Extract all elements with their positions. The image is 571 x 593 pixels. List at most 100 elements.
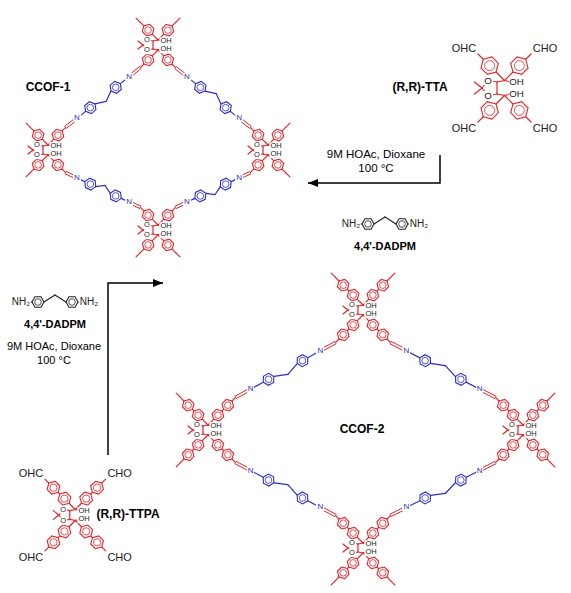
bond-line [53, 511, 59, 515]
bond-line [250, 127, 254, 131]
bond-line [70, 510, 76, 511]
aromatic-circle [197, 84, 204, 91]
aromatic-circle [340, 282, 347, 289]
bond-line [391, 273, 395, 277]
bond-line [152, 226, 153, 234]
benzene-ring [367, 319, 379, 331]
bond-line [180, 459, 184, 463]
benzene-ring [297, 355, 308, 367]
atom-label: O [59, 506, 67, 514]
aromatic-circle [530, 442, 537, 449]
aromatic-circle [500, 451, 507, 458]
bond-line [202, 419, 208, 425]
benzene-ring [297, 492, 308, 504]
bond-line [95, 101, 106, 103]
aromatic-circle [83, 495, 90, 502]
benzene-ring [396, 219, 408, 229]
bond-line [262, 139, 268, 145]
atom-label: O [143, 36, 151, 44]
compound-region: (R,R)-TTA [385, 30, 565, 155]
amine-label: NH₂ [409, 219, 429, 229]
bond-line [497, 94, 505, 96]
aromatic-circle [93, 484, 100, 491]
imine-n-label: N [125, 73, 133, 81]
benzene-ring [58, 525, 71, 538]
atom-label: O [348, 301, 356, 309]
benzene-ring [507, 409, 519, 421]
bond-line [44, 295, 55, 302]
bond-line [62, 127, 66, 131]
benzene-ring [212, 439, 224, 451]
bond-line [478, 54, 483, 59]
bond-line [357, 553, 363, 559]
bond-line [374, 217, 385, 224]
atom-label: O [483, 91, 493, 101]
bond-line [69, 503, 75, 509]
bond-line [387, 577, 391, 581]
bond-line [518, 425, 523, 426]
benzene-ring [212, 409, 224, 421]
benzene-ring [362, 219, 374, 229]
benzene-ring [347, 289, 359, 301]
bond-line [551, 463, 555, 467]
bond-line [42, 139, 48, 145]
bond-line [445, 366, 455, 377]
bond-line [42, 155, 48, 161]
aromatic-circle [197, 193, 204, 200]
compound-name: CCOF-1 [25, 81, 72, 94]
bond-line [357, 306, 358, 314]
benzene-ring [347, 557, 359, 569]
bond-line [202, 426, 203, 434]
aromatic-circle [299, 357, 306, 364]
bond-line [358, 543, 363, 544]
bond-line [176, 18, 180, 22]
atom-label: OH [364, 302, 377, 310]
atom-label: OH [77, 507, 90, 515]
atom-label: OH [364, 310, 377, 318]
bond-line [263, 154, 268, 155]
aromatic-circle [222, 181, 229, 188]
benzene-ring [455, 474, 466, 486]
imine-n-label: N [317, 347, 325, 355]
bond-line [358, 305, 363, 306]
bond-line [357, 544, 358, 552]
aromatic-circle [61, 528, 68, 535]
atom-label: OH [364, 548, 377, 556]
atom-label: OH [269, 150, 282, 158]
aromatic-circle [514, 105, 524, 115]
bond-line [357, 299, 363, 305]
bond-line [152, 219, 158, 225]
compound-name: 4,4'-DADPM [353, 241, 417, 252]
aromatic-circle [145, 57, 152, 64]
bond-line [526, 117, 531, 122]
aromatic-circle [370, 530, 377, 537]
aromatic-circle [370, 560, 377, 567]
aromatic-circle [222, 104, 229, 111]
aromatic-circle [215, 442, 222, 449]
aromatic-circle [224, 402, 231, 409]
bond-line [172, 207, 176, 211]
aromatic-circle [61, 495, 68, 502]
aromatic-circle [165, 212, 172, 219]
benzene-ring [192, 409, 204, 421]
imine-n-label: N [402, 503, 410, 511]
aromatic-circle [539, 402, 546, 409]
bond-line [203, 425, 208, 426]
benzene-ring [507, 439, 519, 451]
aldehyde-label: OHC [18, 468, 44, 479]
aldehyde-label: CHO [106, 468, 132, 479]
bond-line [335, 515, 339, 519]
aromatic-circle [255, 162, 262, 169]
aromatic-circle [185, 451, 192, 458]
bond-line [282, 127, 286, 131]
atom-label: OH [269, 142, 282, 150]
aromatic-circle [55, 162, 62, 169]
aromatic-circle [340, 520, 347, 527]
atom-label: OH [159, 37, 172, 45]
aromatic-circle [185, 402, 192, 409]
atom-label: OH [524, 430, 537, 438]
atom-label: O [253, 141, 261, 149]
aromatic-circle [165, 27, 172, 34]
bond-line [106, 91, 111, 101]
aromatic-circle [379, 569, 386, 576]
